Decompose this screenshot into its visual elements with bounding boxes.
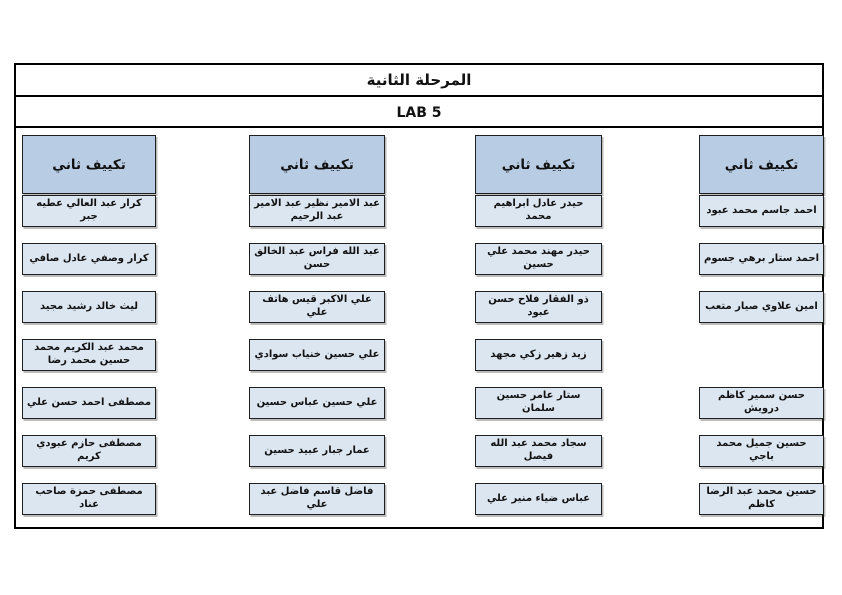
student-cell: احمد ستار برهي جسوم (699, 243, 824, 275)
student-cell: حيدر عادل ابراهيم محمد (475, 195, 602, 227)
student-cell: مصطفى حمزة صاحب عناد (22, 483, 156, 515)
student-cell: مصطفى احمد حسن علي (22, 387, 156, 419)
student-cell: فاضل قاسم فاضل عبد علي (249, 483, 385, 515)
student-cell: علي حسين خنياب سوادي (249, 339, 385, 371)
student-cell: ليث خالد رشيد مجيد (22, 291, 156, 323)
student-cell: علي حسين عباس حسين (249, 387, 385, 419)
student-cell: علي الاكبر قيس هاتف علي (249, 291, 385, 323)
student-cell: كرار عبد العالي عطيه جبر (22, 195, 156, 227)
student-cell: ستار عامر حسين سلمان (475, 387, 602, 419)
column-header: تكييف ثاني (249, 135, 385, 194)
student-cell: عمار جبار عبيد حسين (249, 435, 385, 467)
student-cell: عبد الامير نظير عبد الامير عبد الرحيم (249, 195, 385, 227)
column-group: تكييف ثاني حيدر عادل ابراهيم محمد حيدر م… (475, 65, 602, 527)
column-group: تكييف ثاني عبد الامير نظير عبد الامير عب… (249, 65, 385, 527)
student-cell: حسين محمد عبد الرضا كاظم (699, 483, 824, 515)
student-cell: امين علاوي صيار متعب (699, 291, 824, 323)
student-cell: حسن سمير كاظم درويش (699, 387, 824, 419)
stage-title: المرحلة الثانية (16, 65, 822, 97)
student-cell: عبد الله فراس عبد الخالق حسن (249, 243, 385, 275)
column-header: تكييف ثاني (699, 135, 824, 194)
column-group: تكييف ثاني كرار عبد العالي عطيه جبر كرار… (22, 65, 156, 527)
student-cell: سجاد محمد عبد الله فيصل (475, 435, 602, 467)
column-header: تكييف ثاني (475, 135, 602, 194)
lab-title: LAB 5 (16, 99, 822, 128)
student-cell: محمد عبد الكريم محمد حسين محمد رضا (22, 339, 156, 371)
student-cell: حيدر مهند محمد علي حسين (475, 243, 602, 275)
column-group: تكييف ثاني احمد جاسم محمد عبود احمد ستار… (699, 65, 824, 527)
student-cell: عباس ضياء منير علي (475, 483, 602, 515)
column-header: تكييف ثاني (22, 135, 156, 194)
student-cell: حسين جميل محمد باجي (699, 435, 824, 467)
schedule-table: المرحلة الثانية LAB 5 تكييف ثاني كرار عب… (14, 63, 824, 529)
student-cell: ذو الفقار فلاح حسن عبود (475, 291, 602, 323)
student-cell: زيد زهير زكي مجهد (475, 339, 602, 371)
student-cell: احمد جاسم محمد عبود (699, 195, 824, 227)
student-cell: مصطفى حازم عبودي كريم (22, 435, 156, 467)
student-cell: كرار وصفي عادل صافي (22, 243, 156, 275)
